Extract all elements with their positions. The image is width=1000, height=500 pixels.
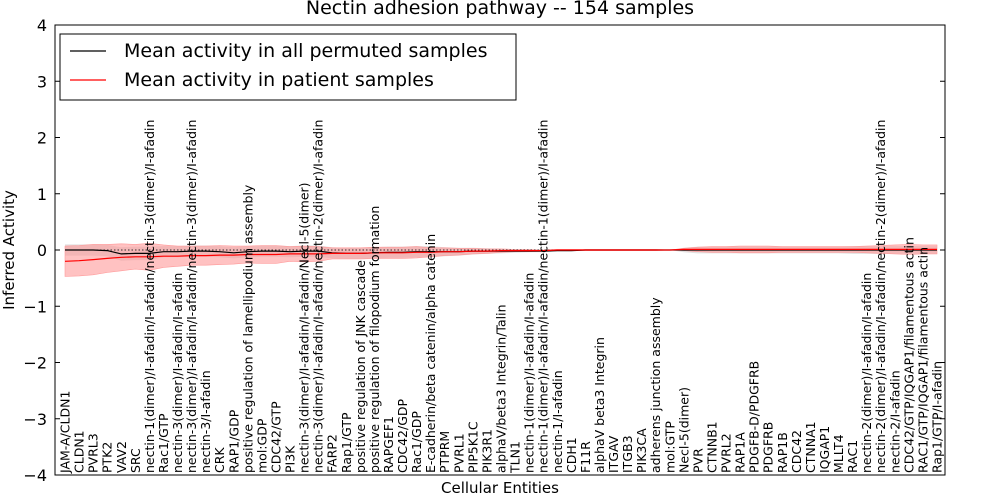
x-category-label: CDC42/GDP — [395, 398, 410, 473]
x-category-label: RAC1 — [845, 440, 860, 473]
x-category-label: nectin-3/I-afadin — [198, 370, 213, 473]
y-tick-label: 3 — [37, 72, 47, 91]
x-category-label: JAM-A/CLDN1 — [58, 391, 73, 474]
x-category-label: nectin-1(dimer)/I-afadin/I-afadin/nectin… — [142, 120, 157, 473]
x-category-label: PDGFB-D/PDGFRB — [747, 361, 762, 473]
y-tick-label: −1 — [23, 297, 47, 316]
x-category-label: nectin-1/I-afadin — [550, 370, 565, 473]
x-category-label: positive regulation of filopodium format… — [367, 206, 382, 473]
x-category-label: ITGAV — [606, 435, 621, 473]
legend-label-patient: Mean activity in patient samples — [124, 69, 434, 91]
x-category-label: IQGAP1 — [817, 426, 832, 473]
x-category-label: PVR — [690, 448, 705, 473]
x-category-label: PVRL2 — [719, 433, 734, 473]
x-category-label: adherens junction assembly — [648, 297, 663, 473]
x-category-label: nectin-2/I-afadin — [887, 370, 902, 473]
x-category-label: RAP1/GDP — [226, 409, 241, 473]
x-category-label: E-cadherin/beta catenin/alpha catenin — [423, 234, 438, 473]
x-category-label: Rap1/GTP — [339, 412, 354, 473]
x-category-label: Rac1/GTP — [156, 413, 171, 473]
legend-box — [59, 33, 517, 101]
y-tick-label: 2 — [37, 129, 47, 148]
x-category-label: nectin-1(dimer)/I-afadin/I-afadin/nectin… — [536, 120, 551, 473]
x-category-label: CTNNB1 — [705, 421, 720, 473]
y-tick-label: 1 — [37, 185, 47, 204]
x-category-label: Rac1/GDP — [409, 411, 424, 473]
y-tick-label: −2 — [23, 354, 47, 373]
x-category-label: CLDN1 — [72, 430, 87, 473]
x-category-label: PI3K — [283, 445, 298, 473]
x-category-label: SRC — [128, 448, 143, 473]
x-category-label: CDC42/GTP — [269, 401, 284, 473]
x-category-label: nectin-2(dimer)/I-afadin/I-afadin — [859, 273, 874, 473]
x-category-label: PTPRM — [437, 431, 452, 473]
x-category-label: RAP1A — [733, 432, 748, 473]
x-category-label: PDGFRB — [761, 422, 776, 473]
x-category-label: PVRL3 — [86, 433, 101, 473]
y-tick-label: 4 — [37, 16, 47, 35]
patient-mean-line — [64, 248, 937, 262]
x-category-label: mol:GDP — [254, 418, 269, 473]
x-category-label: PIK3R1 — [479, 429, 494, 473]
x-category-label: PIK3CA — [634, 428, 649, 473]
x-category-label: CRK — [212, 447, 227, 473]
x-category-label: alphaV/beta3 Integrin/Talin — [494, 305, 509, 474]
x-category-label: PVRL1 — [451, 433, 466, 473]
x-category-label: RAPGEF1 — [381, 416, 396, 473]
x-category-label: mol:GTP — [662, 421, 677, 473]
x-category-label: PTK2 — [100, 442, 115, 473]
y-tick-label: −3 — [23, 410, 47, 429]
x-category-label: CTNNA1 — [803, 421, 818, 473]
legend-label-permuted: Mean activity in all permuted samples — [124, 40, 487, 62]
x-category-label: TLN1 — [508, 441, 523, 474]
x-category-label: nectin-2(dimer)/I-afadin/I-afadin/nectin… — [873, 120, 888, 473]
x-category-label: CDH1 — [564, 437, 579, 473]
x-category-label: VAV2 — [114, 441, 129, 473]
x-category-label: Necl-5(dimer) — [676, 387, 691, 473]
chart-title: Nectin adhesion pathway -- 154 samples — [306, 0, 694, 19]
x-category-label: positive regulation of lamellipodium ass… — [240, 184, 255, 473]
y-axis-title: Inferred Activity — [0, 190, 18, 310]
x-category-label: F11R — [578, 441, 593, 473]
x-category-label: nectin-3(dimer)/I-afadin/I-afadin/nectin… — [184, 120, 199, 473]
x-axis-title: Cellular Entities — [441, 479, 559, 497]
x-category-label: FARP2 — [325, 434, 340, 473]
x-category-label: CDC42/GTP/IQGAP1/filamentous actin — [901, 237, 916, 473]
y-tick-label: 0 — [37, 241, 47, 260]
x-category-label: nectin-3(dimer)/I-afadin/I-afadin/Necl-5… — [297, 182, 312, 473]
x-category-label: Rap1/GTP/I-afadin — [930, 361, 945, 473]
x-category-label: nectin-3(dimer)/I-afadin/I-afadin — [170, 273, 185, 473]
x-category-label: nectin-1(dimer)/I-afadin/I-afadin — [522, 273, 537, 473]
x-category-label: PIP5K1C — [465, 421, 480, 473]
x-category-label: ITGB3 — [620, 435, 635, 473]
x-category-label: MLLT4 — [831, 434, 846, 473]
x-category-label: alphaV beta3 Integrin — [592, 337, 607, 473]
x-category-label: RAP1B — [775, 432, 790, 473]
x-category-label: positive regulation of JNK cascade — [353, 260, 368, 473]
y-tick-label: −4 — [23, 466, 47, 485]
x-category-label: CDC42 — [789, 430, 804, 473]
x-category-label: RAC1/GTP/IQGAP1/filamentous actin — [915, 247, 930, 473]
x-category-label: nectin-3(dimer)/I-afadin/I-afadin/nectin… — [311, 120, 326, 473]
